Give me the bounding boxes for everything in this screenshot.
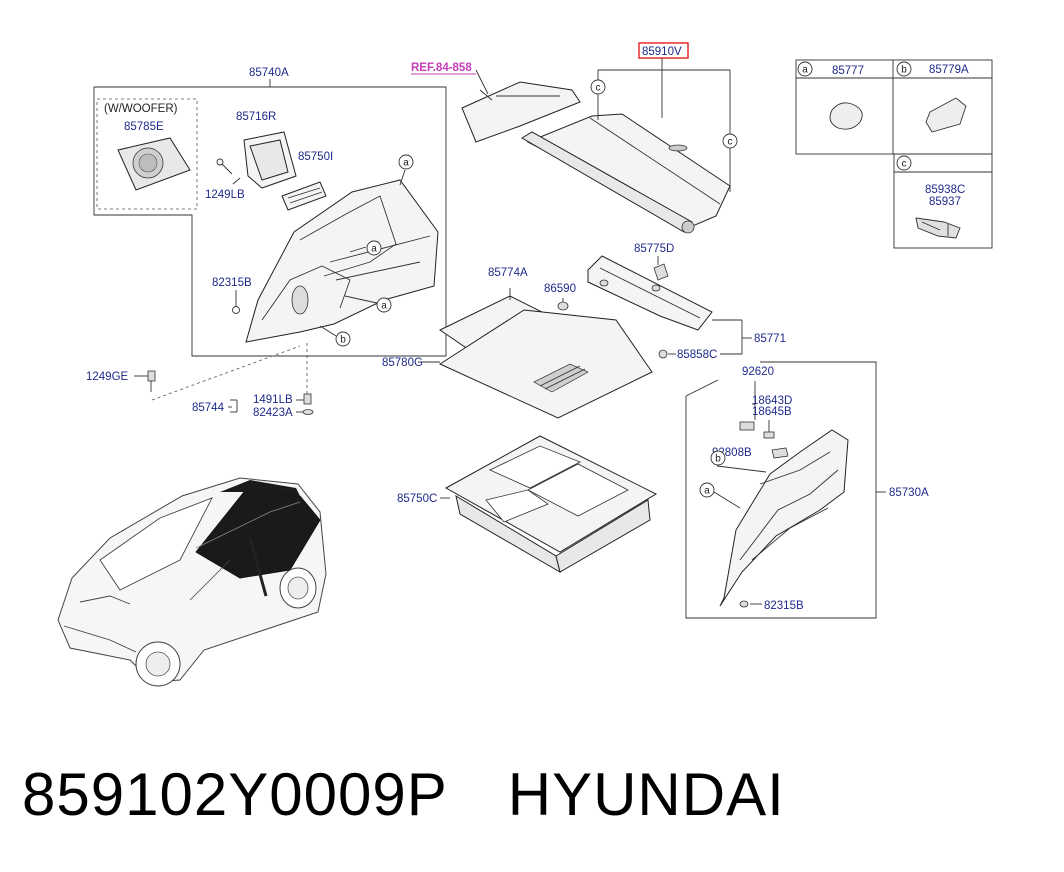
label-92620: 92620: [742, 366, 774, 378]
luggage-board-group: [418, 255, 752, 419]
svg-text:c: c: [728, 137, 733, 148]
label-82423a: 82423A: [253, 407, 293, 419]
callout-c-2: c: [722, 133, 738, 149]
callout-a-4: a: [699, 482, 715, 498]
woofer-grille-part: [117, 137, 191, 191]
label-85774a: 85774A: [488, 267, 528, 279]
label-85780g: 85780G: [382, 357, 423, 369]
svg-text:b: b: [901, 65, 907, 76]
label-1249lb: 1249LB: [205, 189, 245, 201]
label-85740a: 85740A: [249, 67, 289, 79]
label-85910v: 85910V: [642, 46, 682, 58]
label-85716r: 85716R: [236, 111, 276, 123]
label-86590: 86590: [544, 283, 576, 295]
footer-part-number: 859102Y0009P: [22, 761, 448, 828]
footer-part-info: 859102Y0009P HYUNDAI: [22, 760, 785, 829]
svg-text:a: a: [802, 65, 808, 76]
label-85771: 85771: [754, 333, 786, 345]
label-82315b-right: 82315B: [764, 600, 804, 612]
label-18643d: 18643D: [752, 395, 792, 407]
callout-a-1: a: [398, 154, 414, 170]
callout-a-box: a: [797, 61, 813, 77]
callout-b-2: b: [710, 450, 726, 466]
label-85730a: 85730A: [889, 487, 929, 499]
label-85750c: 85750C: [397, 493, 437, 505]
label-ref-84-858: REF.84-858: [411, 62, 472, 74]
label-85775d: 85775D: [634, 243, 674, 255]
svg-text:b: b: [340, 335, 346, 346]
label-18645b: 18645B: [752, 406, 792, 418]
label-82315b-left: 82315B: [212, 277, 252, 289]
svg-text:b: b: [715, 454, 721, 465]
label-85750i: 85750I: [298, 151, 333, 163]
label-85777: 85777: [832, 65, 864, 77]
callout-b-box: b: [896, 61, 912, 77]
pad-85779a-part: [925, 97, 967, 133]
label-85858c: 85858C: [677, 349, 717, 361]
subwoofer-box-part: [243, 131, 297, 189]
label-85938c: 85938C: [925, 184, 965, 196]
group-85740a: [93, 79, 447, 357]
floor-covering-part: [418, 288, 653, 419]
cargo-cover-group: [461, 42, 731, 234]
svg-text:a: a: [403, 158, 409, 169]
callout-c-box: c: [896, 155, 912, 171]
trim-grille-part: [281, 181, 327, 211]
label-1491lb: 1491LB: [253, 394, 293, 406]
right-trim-group: [685, 361, 886, 619]
callout-c-1: c: [590, 79, 606, 95]
label-85785e: 85785E: [124, 121, 164, 133]
footer-brand: HYUNDAI: [507, 761, 785, 828]
label-woofer: (W/WOOFER): [104, 103, 178, 115]
svg-text:c: c: [596, 83, 601, 94]
label-85779a: 85779A: [929, 64, 969, 76]
fastener-group-left: [134, 340, 314, 415]
callout-a-3: a: [376, 297, 392, 313]
label-85937: 85937: [929, 196, 961, 208]
callout-a-2: a: [366, 240, 382, 256]
label-1249ge: 1249GE: [86, 371, 129, 383]
legend-box-group: [795, 59, 993, 249]
clip-85777-part: [829, 102, 863, 130]
label-85744: 85744: [192, 402, 225, 414]
hook-85938c-part: [915, 217, 961, 239]
svg-text:a: a: [371, 244, 377, 255]
svg-text:a: a: [381, 301, 387, 312]
parts-diagram: 85740A (W/WOOFER) 85785E 85716R 85750I 1…: [57, 42, 993, 687]
cargo-tray-part: [440, 435, 658, 574]
vehicle-illustration: [57, 477, 327, 687]
svg-text:c: c: [902, 159, 907, 170]
callout-b-1: b: [335, 331, 351, 347]
left-quarter-trim-part: [245, 179, 439, 343]
svg-text:a: a: [704, 486, 710, 497]
